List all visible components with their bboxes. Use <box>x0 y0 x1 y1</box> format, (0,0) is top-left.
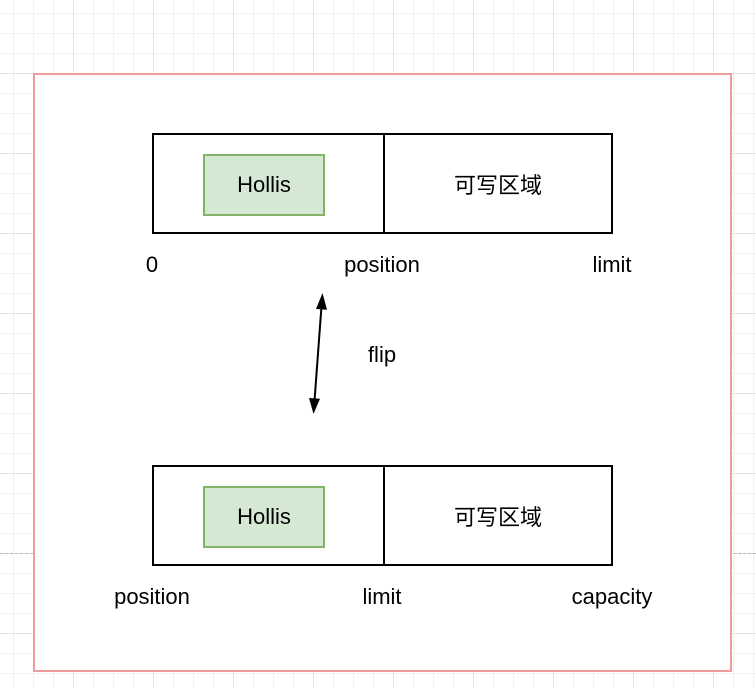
guide-line-left <box>0 553 33 554</box>
arrow-head-up <box>316 293 327 310</box>
marker-limit-top: limit <box>592 252 632 277</box>
position-divider-top <box>383 135 385 232</box>
buffer-before-flip[interactable]: Hollis 可写区域 <box>152 133 613 234</box>
buffer-after-flip[interactable]: Hollis 可写区域 <box>152 465 613 566</box>
data-block-bottom[interactable]: Hollis <box>203 486 325 548</box>
guide-line-right <box>734 553 756 554</box>
writable-region-bottom[interactable]: 可写区域 <box>453 505 542 531</box>
marker-position-top: position <box>344 252 420 277</box>
marker-zero: 0 <box>145 252 159 277</box>
data-block-top[interactable]: Hollis <box>203 154 325 216</box>
flip-label: flip <box>367 342 397 367</box>
limit-divider-bottom <box>383 467 385 564</box>
marker-limit-bottom: limit <box>362 584 402 609</box>
arrow-head-down <box>309 398 320 414</box>
marker-capacity: capacity <box>571 584 653 609</box>
writable-region-top[interactable]: 可写区域 <box>453 173 542 199</box>
marker-position-bottom: position <box>114 584 190 609</box>
